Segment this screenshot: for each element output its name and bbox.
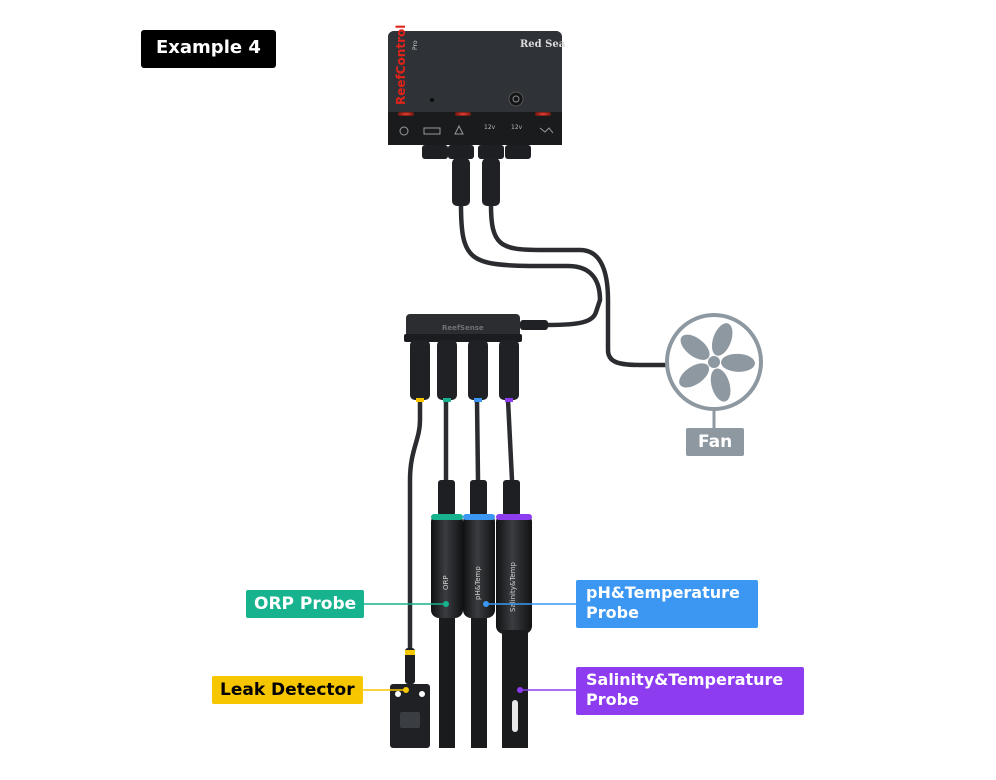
controller-model: ReefControl [394,25,408,105]
power-button [508,91,524,107]
salinity-temperature-probe: Salinity&Temp [496,480,532,748]
hub-label: ReefSense [442,324,484,332]
port-icon [454,124,464,135]
led-indicator [398,112,414,116]
plug [499,340,519,400]
example-title: Example 4 [141,30,276,68]
leak-cable [407,397,423,653]
ph-temperature-probe: pH&Temp [463,480,495,748]
cables [407,202,671,653]
probe-marking-orp: ORP [442,575,450,590]
controller-to-hub-cable [458,202,603,328]
leak-detector-label: Leak Detector [212,676,363,704]
reefsense-hub: ReefSense [404,314,548,402]
fan-icon [665,313,763,430]
port-label-12v: 12v [511,124,523,131]
salinity-temperature-probe-label: Salinity&Temperature Probe [576,667,804,715]
ph-temperature-probe-label: pH&Temperature Probe [576,580,758,628]
status-indicator [430,98,434,102]
port-label-12v: 12v [484,124,496,131]
probe-marking-salinity: Salinity&Temp [509,561,517,612]
leak-detector [390,648,430,748]
orp-probe-label: ORP Probe [246,590,365,618]
probe-marking-ph: pH&Temp [474,566,482,600]
port-icon [423,127,441,135]
led-indicator [535,112,551,116]
controller-brand: Red Sea [520,39,566,50]
orp-probe: ORP [431,480,463,748]
salinity-cable [505,397,515,483]
controller-to-fan-cable [488,202,671,368]
plug [468,340,488,400]
plug [482,158,500,206]
leader-lines [362,601,576,693]
reefcontrol-unit: ReefControl Pro Red Sea 12v 12v [388,25,566,206]
plug [452,158,470,206]
plug [437,340,457,400]
fan-label: Fan [686,428,745,456]
controller-model-suffix: Pro [412,40,419,50]
port-icon [399,126,409,136]
led-indicator [455,112,471,116]
ph-cable [474,397,481,483]
port-icon [539,127,554,134]
plug [410,340,430,400]
